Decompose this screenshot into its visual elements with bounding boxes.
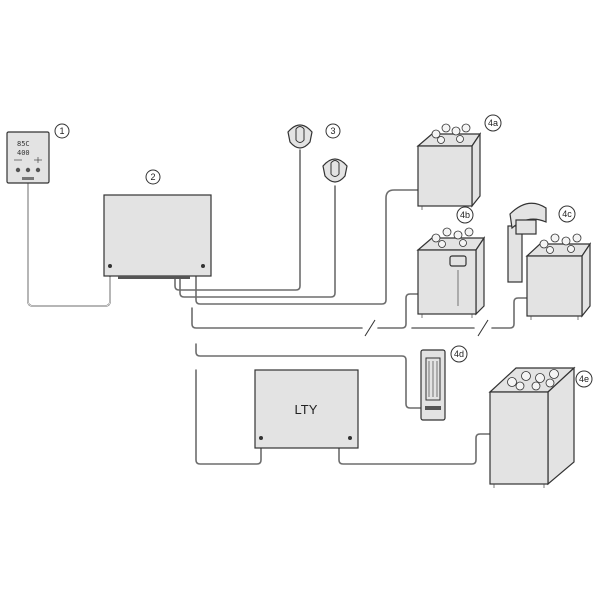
svg-text:2: 2 xyxy=(150,172,155,182)
heater-4d xyxy=(420,349,446,421)
control-panel: 85C 400 xyxy=(6,131,50,184)
wire-lty-out xyxy=(338,433,493,465)
callout-4d: 4d xyxy=(450,345,468,363)
display-line-1: 85C xyxy=(17,140,30,148)
callout-2: 2 xyxy=(145,169,161,185)
heater-4e xyxy=(488,366,576,488)
light-button-icon xyxy=(25,167,31,173)
mode-button-icon xyxy=(35,167,41,173)
wire-sensor-b xyxy=(179,185,336,298)
wire-break-4c xyxy=(477,319,489,337)
svg-text:1: 1 xyxy=(59,126,64,136)
callout-4a: 4a xyxy=(484,114,502,132)
callout-4b: 4b xyxy=(456,206,474,224)
lty-unit: LTY xyxy=(254,369,359,449)
temperature-sensor-2 xyxy=(322,158,348,183)
svg-text:4c: 4c xyxy=(562,209,572,219)
callout-1: 1 xyxy=(54,123,70,139)
wire-heater-4b xyxy=(191,307,363,329)
main-power-unit xyxy=(103,194,212,279)
svg-text:4e: 4e xyxy=(579,374,589,384)
wire-lty-in xyxy=(195,369,262,465)
heater-4c xyxy=(507,202,592,320)
callout-3: 3 xyxy=(325,123,341,139)
svg-text:4a: 4a xyxy=(488,118,498,128)
heater-4b xyxy=(416,227,486,318)
wire-break-4b xyxy=(364,319,376,337)
wire-heater-4a xyxy=(195,189,421,305)
svg-text:4d: 4d xyxy=(454,349,464,359)
heater-4a xyxy=(416,123,482,210)
callout-4c: 4c xyxy=(558,205,576,223)
wiring xyxy=(27,149,528,465)
display-line-2: 400 xyxy=(17,149,30,157)
power-button-icon xyxy=(15,167,21,173)
lty-label: LTY xyxy=(295,402,318,417)
wire-sensor-a xyxy=(174,149,301,291)
svg-text:3: 3 xyxy=(330,126,335,136)
temperature-sensor-1 xyxy=(287,124,313,149)
wire-heater-4d xyxy=(195,343,422,409)
svg-text:4b: 4b xyxy=(460,210,470,220)
callout-4e: 4e xyxy=(575,370,593,388)
wire-control-panel xyxy=(27,182,111,307)
